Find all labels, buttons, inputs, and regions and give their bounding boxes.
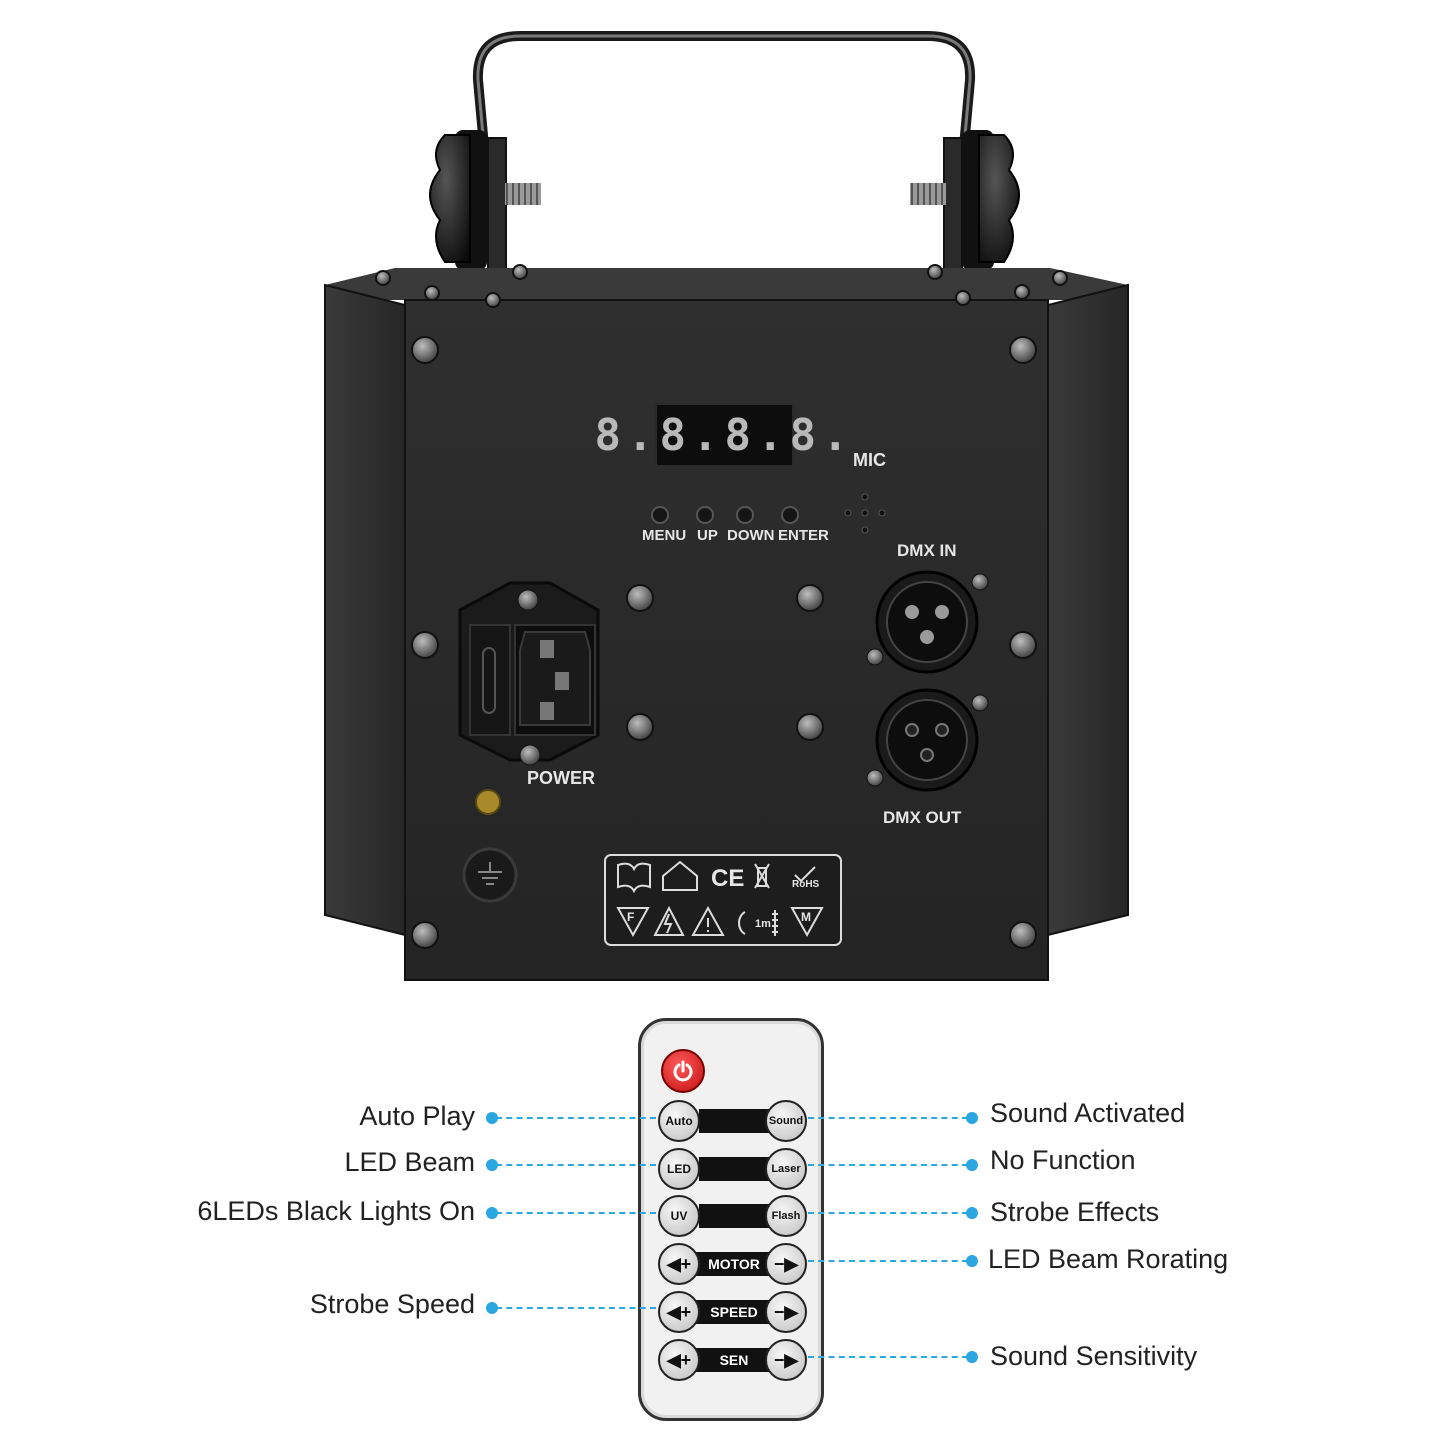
auto-button[interactable]: Auto — [658, 1100, 700, 1142]
led-button[interactable]: LED — [658, 1148, 700, 1190]
dmx-out-connector — [866, 688, 989, 792]
motor-plus-button[interactable]: ◀+ — [658, 1243, 700, 1285]
arrow-right-minus-icon: −▶ — [773, 1301, 799, 1322]
ground-terminal-icon — [462, 847, 518, 903]
callout-auto-play: Auto Play — [359, 1101, 475, 1131]
down-button-label: DOWN — [727, 527, 775, 544]
callout-sound-sensitivity: Sound Sensitivity — [990, 1341, 1198, 1371]
callout-dot — [966, 1112, 978, 1124]
sound-button[interactable]: Sound — [765, 1100, 807, 1142]
panel-screws — [375, 264, 1068, 949]
motor-minus-button[interactable]: −▶ — [765, 1243, 807, 1285]
led-display: 8.8.8.8. — [595, 403, 848, 467]
callout-dot — [486, 1159, 498, 1171]
uv-button[interactable]: UV — [658, 1195, 700, 1237]
mic-holes — [844, 493, 886, 534]
fuse-holder — [475, 789, 501, 815]
m-mark: M — [801, 910, 811, 924]
arrow-right-minus-icon: −▶ — [773, 1349, 799, 1370]
callout-strobe-effects: Strobe Effects — [990, 1197, 1160, 1227]
callout-line — [808, 1117, 968, 1119]
callout-line — [808, 1212, 968, 1214]
remote-row-bar — [699, 1109, 769, 1133]
weee-icon — [754, 863, 770, 889]
callout-dot — [966, 1159, 978, 1171]
callout-line — [808, 1164, 968, 1166]
callout-dot — [486, 1302, 498, 1314]
callout-line — [496, 1307, 656, 1309]
warning-icon — [691, 905, 725, 936]
right-knob-icon — [962, 130, 1020, 270]
remote-control: Auto Sound LED Laser UV Flash MOTOR ◀+ −… — [638, 1018, 824, 1421]
check-icon — [794, 866, 816, 883]
menu-button-label: MENU — [642, 527, 687, 544]
certification-label — [604, 854, 842, 946]
power-socket — [458, 581, 600, 766]
triangle-m-icon — [790, 907, 824, 938]
callout-sound-activated: Sound Activated — [990, 1098, 1186, 1128]
led-digits: 8.8.8.8. — [594, 409, 855, 461]
speed-minus-button[interactable]: −▶ — [765, 1291, 807, 1333]
power-icon — [673, 1060, 693, 1082]
callout-led-beam-rotating: LED Beam Rorating — [988, 1244, 1229, 1274]
callout-dot — [486, 1207, 498, 1219]
mic-label: MIC — [853, 450, 886, 470]
remote-row-bar — [699, 1204, 769, 1228]
callout-black-lights: 6LEDs Black Lights On — [197, 1196, 475, 1226]
dmx-out-label: DMX OUT — [883, 808, 962, 827]
sen-minus-button[interactable]: −▶ — [765, 1339, 807, 1381]
flash-button[interactable]: Flash — [765, 1195, 807, 1237]
motor-label: MOTOR — [708, 1256, 760, 1272]
callout-led-beam: LED Beam — [344, 1147, 475, 1177]
power-label: POWER — [527, 768, 596, 788]
callout-strobe-speed: Strobe Speed — [309, 1289, 475, 1319]
warning-high-voltage-icon — [653, 905, 685, 936]
callout-line — [808, 1260, 968, 1262]
book-icon — [617, 862, 651, 894]
rohs-mark: RoHS — [792, 879, 820, 890]
triangle-f-icon — [616, 907, 650, 938]
arrow-left-plus-icon: ◀+ — [666, 1349, 692, 1370]
callout-line — [496, 1212, 656, 1214]
up-button-label: UP — [697, 527, 718, 544]
callout-line — [496, 1117, 656, 1119]
speed-plus-button[interactable]: ◀+ — [658, 1291, 700, 1333]
callout-dot — [486, 1112, 498, 1124]
callout-line — [496, 1164, 656, 1166]
arrow-left-plus-icon: ◀+ — [666, 1253, 692, 1274]
distance-icon — [738, 910, 778, 936]
dmx-in-connector — [866, 570, 989, 674]
ce-mark: CE — [711, 865, 745, 892]
panel-buttons — [651, 506, 799, 524]
callout-no-function: No Function — [990, 1145, 1136, 1175]
distance-mark: 1m — [755, 918, 771, 930]
callout-line — [808, 1356, 968, 1358]
power-button[interactable] — [661, 1049, 705, 1093]
f-mark: F — [627, 910, 635, 924]
house-icon — [662, 860, 698, 891]
callout-dot — [966, 1207, 978, 1219]
arrow-right-minus-icon: −▶ — [773, 1253, 799, 1274]
mounting-bracket — [472, 31, 976, 273]
remote-row-bar — [699, 1157, 769, 1181]
left-knob-icon — [429, 130, 487, 270]
callout-dot — [966, 1351, 978, 1363]
dj-light-device — [324, 31, 1129, 981]
speed-label: SPEED — [710, 1304, 758, 1320]
sen-label: SEN — [719, 1352, 749, 1368]
dmx-in-label: DMX IN — [897, 541, 957, 560]
callout-dot — [966, 1255, 978, 1267]
enter-button-label: ENTER — [778, 527, 829, 544]
sen-plus-button[interactable]: ◀+ — [658, 1339, 700, 1381]
laser-button[interactable]: Laser — [765, 1148, 807, 1190]
arrow-left-plus-icon: ◀+ — [666, 1301, 692, 1322]
